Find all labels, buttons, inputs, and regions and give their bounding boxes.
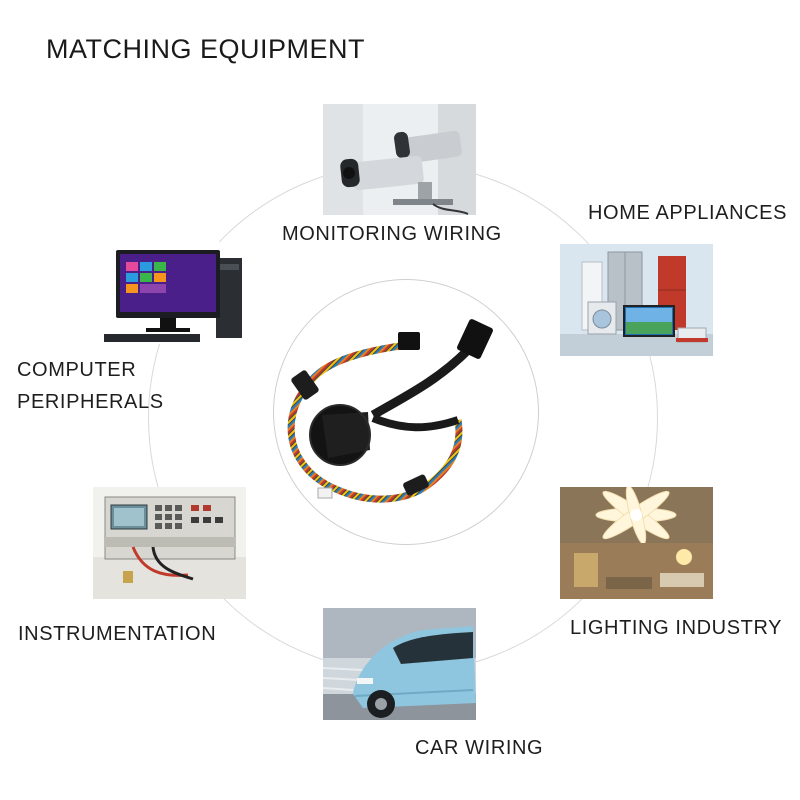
label-computer-line-1: COMPUTER — [17, 359, 137, 381]
ceiling-lamp-photo — [560, 487, 713, 599]
label-instrumentation: INSTRUMENTATION — [18, 623, 217, 645]
car-photo — [323, 608, 476, 720]
computer-monitor-photo — [92, 242, 245, 344]
cctv-camera-photo — [323, 104, 476, 215]
test-instrument-photo — [93, 487, 246, 599]
label-lighting-industry: LIGHTING INDUSTRY — [570, 617, 783, 639]
wire-harness-photo — [278, 300, 508, 520]
home-appliances-photo — [560, 244, 713, 356]
inner-ring — [273, 279, 539, 545]
label-car-wiring: CAR WIRING — [415, 737, 544, 759]
page-title: MATCHING EQUIPMENT — [46, 34, 365, 64]
label-home-appliances: HOME APPLIANCES — [588, 202, 788, 224]
label-monitoring-wiring: MONITORING WIRING — [282, 223, 502, 245]
label-computer-line-2: PERIPHERALS — [17, 391, 164, 413]
